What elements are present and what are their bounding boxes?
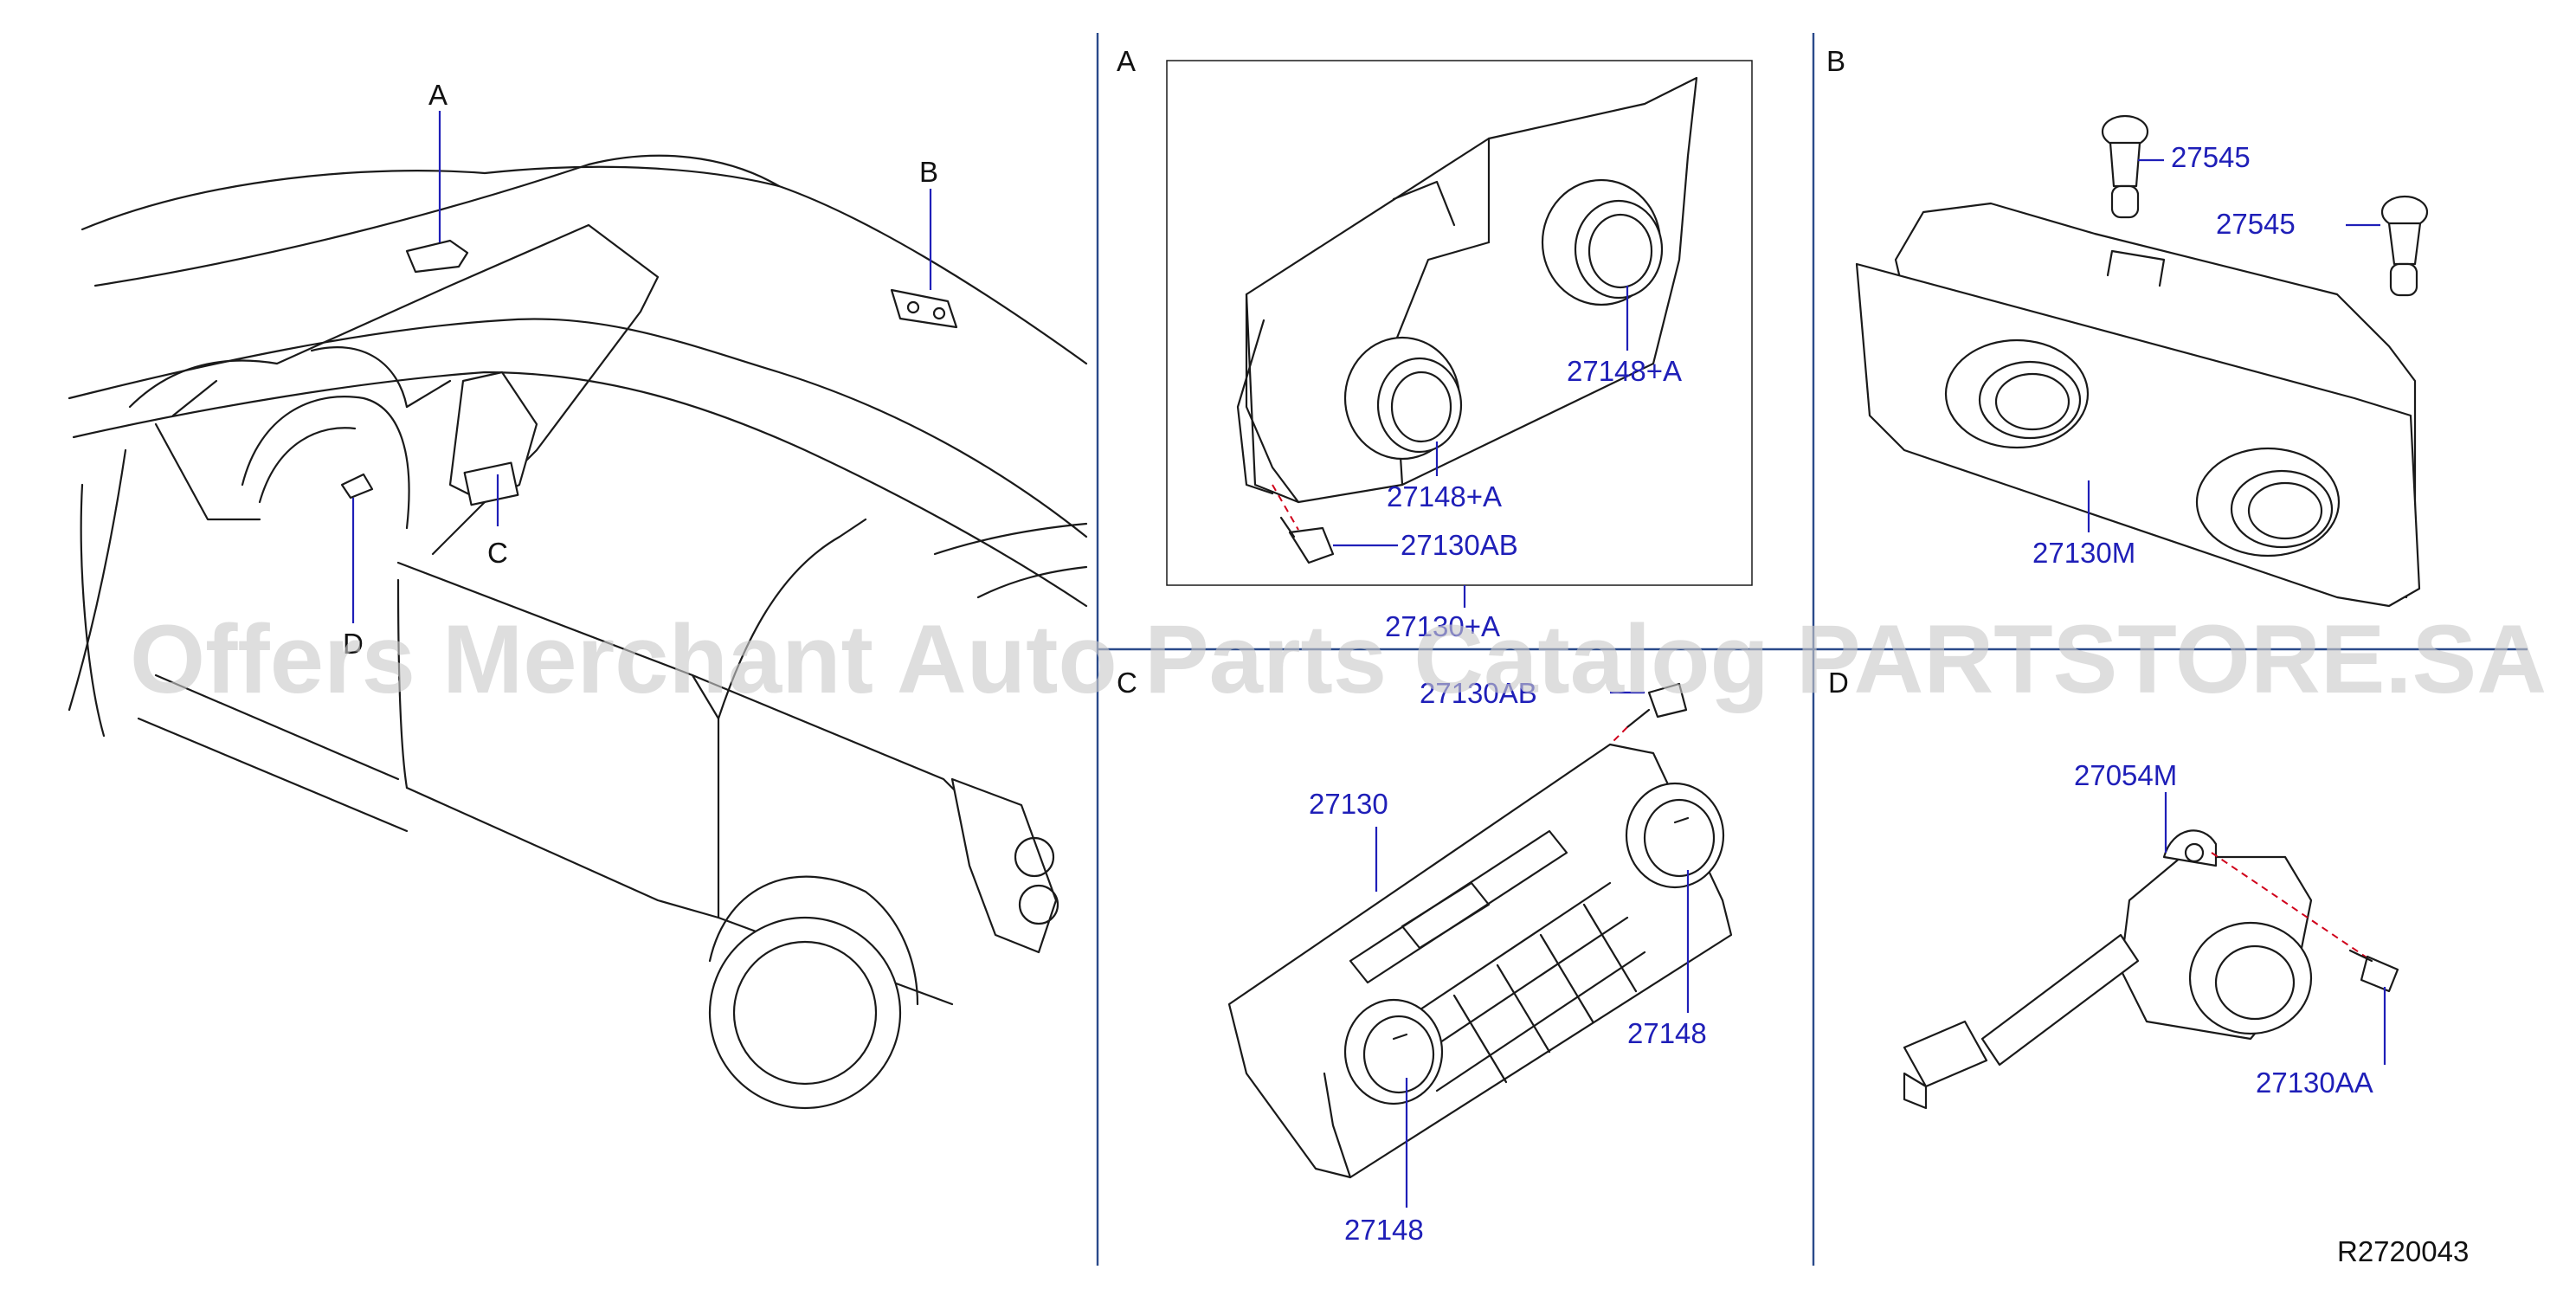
part-27130ab-a: 27130AB	[1401, 529, 1518, 561]
part-27148a-right: 27148+A	[1567, 355, 1682, 387]
part-27054m: 27054M	[2074, 759, 2177, 791]
knob-right-c	[1625, 782, 1725, 889]
vehicle-label-c: C	[487, 537, 508, 569]
part-27130m: 27130M	[2032, 537, 2135, 569]
sensor-d	[1903, 829, 2313, 1110]
part-27545-1: 27545	[2171, 141, 2251, 173]
part-27130ab-c: 27130AB	[1420, 677, 1537, 709]
panel-d-label: D	[1828, 667, 1849, 699]
panel-a-label: A	[1117, 45, 1136, 77]
part-27148-left-c: 27148	[1344, 1214, 1424, 1246]
watermark: Offers Merchant Auto Parts Catalog PARTS…	[130, 605, 2547, 713]
vehicle-label-d: D	[343, 628, 364, 660]
panel-a: A 27148+A 27148+A 27	[1117, 45, 1753, 642]
panel-c-label: C	[1117, 667, 1137, 699]
knob-left-a	[1343, 336, 1463, 461]
panel-a-frame	[1166, 60, 1753, 586]
part-27130-c: 27130	[1309, 788, 1388, 820]
knob-right-a	[1541, 178, 1664, 306]
screw-c	[1600, 682, 1688, 754]
vehicle-label-b: B	[919, 156, 938, 188]
panel-d: D 27054M 27130AA	[1828, 667, 2399, 1110]
panel-b: B 27545 27545 27130	[1826, 45, 2429, 608]
part-27130aa: 27130AA	[2256, 1067, 2373, 1099]
button-grid-c	[1401, 881, 1646, 1092]
screw-d	[2211, 852, 2399, 993]
panel-c: C	[1117, 667, 1733, 1246]
part-27130a-assembly: 27130+A	[1385, 610, 1500, 642]
screw-a	[1272, 484, 1335, 564]
panel-b-label: B	[1826, 45, 1845, 77]
part-27148-right-c: 27148	[1627, 1017, 1707, 1049]
knob-right-b	[2195, 447, 2341, 557]
vehicle-label-a: A	[428, 79, 448, 111]
knob-left-b	[1944, 338, 2090, 449]
bulb-2	[2380, 195, 2429, 297]
panel-separators	[1096, 33, 2528, 1266]
vehicle-overview: A B C D	[68, 79, 1088, 1110]
part-27545-2: 27545	[2216, 208, 2296, 240]
bulb-1	[2101, 114, 2149, 219]
part-27148a-left: 27148+A	[1387, 480, 1502, 512]
knob-left-c	[1343, 998, 1444, 1105]
reference-code: R2720043	[2337, 1235, 2469, 1267]
